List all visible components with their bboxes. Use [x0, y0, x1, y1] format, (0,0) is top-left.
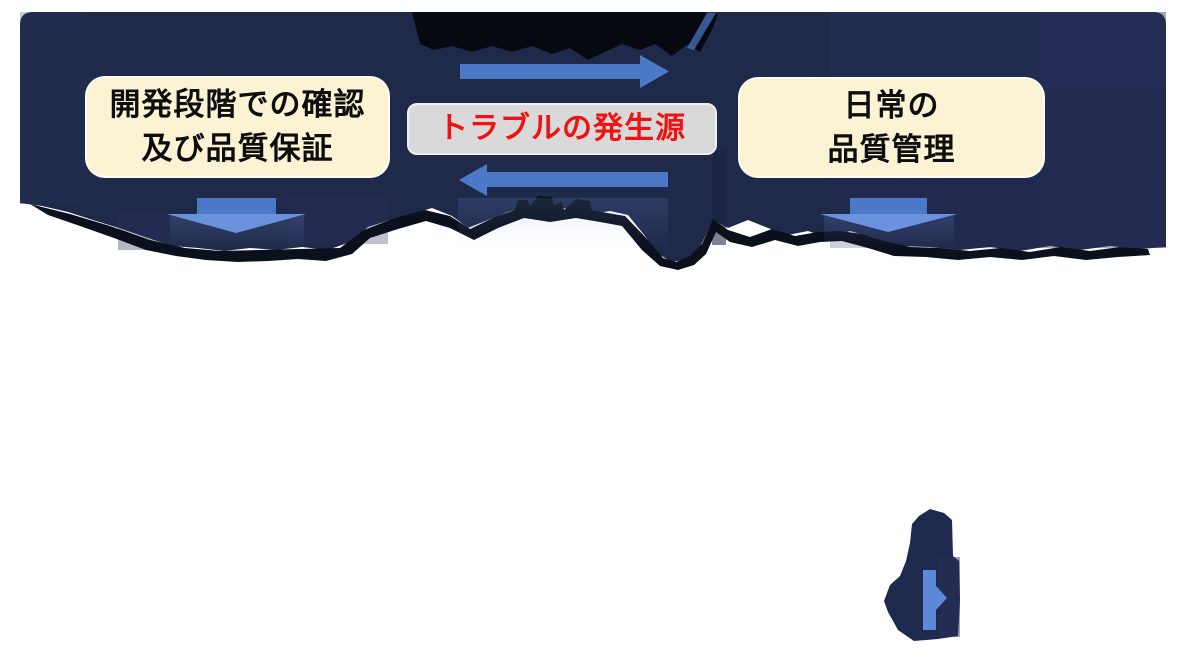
title-remnant-accent — [687, 13, 716, 50]
ragged-edge — [30, 204, 1150, 270]
fragment-shape — [884, 509, 960, 641]
panel-band — [830, 12, 1166, 88]
development-stage-line-1: 開発段階での確認 — [109, 87, 366, 122]
panel-band — [1040, 12, 1166, 248]
arrow-right-icon — [460, 55, 669, 88]
daily-quality-box: 日常の 品質管理 — [738, 77, 1045, 178]
arrow-down-right-icon — [820, 198, 957, 232]
daily-quality-line-2: 品質管理 — [827, 131, 956, 167]
fragment-band — [938, 557, 960, 637]
title-remnant-blob — [412, 12, 718, 60]
development-stage-box: 開発段階での確認 及び品質保証 — [85, 76, 390, 178]
arrow-left-icon — [459, 164, 668, 196]
arrow-down-left-icon — [167, 198, 306, 233]
development-stage-line-2: 及び品質保証 — [141, 131, 334, 166]
arrow-trail — [458, 198, 668, 250]
daily-quality-line-1: 日常の — [843, 87, 940, 123]
panel-band — [20, 12, 86, 204]
fragment-arrow-right-icon — [923, 570, 947, 630]
trouble-source-box: トラブルの発生源 — [407, 103, 717, 155]
trouble-source-label: トラブルの発生源 — [438, 112, 686, 145]
